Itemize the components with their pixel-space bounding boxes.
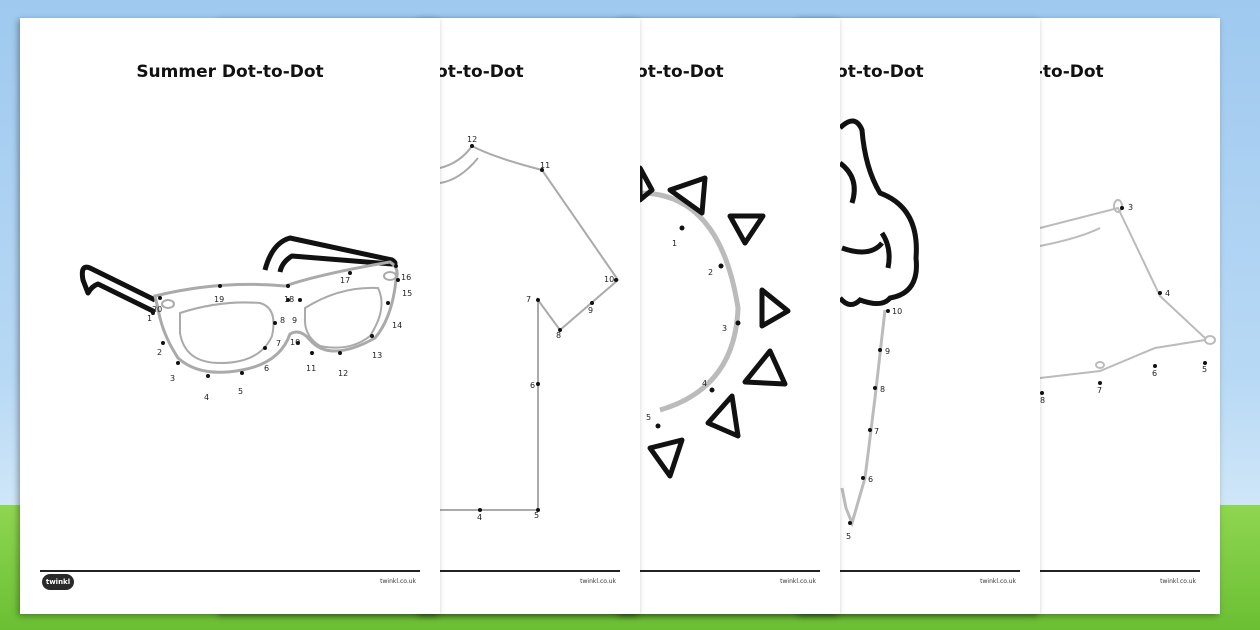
footer-url: twinkl.co.uk: [1160, 578, 1196, 585]
svg-text:1: 1: [147, 314, 152, 323]
svg-text:9: 9: [588, 306, 593, 315]
svg-text:11: 11: [540, 161, 550, 170]
svg-text:18: 18: [284, 295, 294, 304]
svg-text:16: 16: [401, 273, 411, 282]
svg-text:5: 5: [534, 511, 539, 520]
svg-text:12: 12: [338, 369, 348, 378]
svg-text:4: 4: [1165, 289, 1170, 298]
footer-url: twinkl.co.uk: [580, 578, 616, 585]
svg-text:2: 2: [708, 268, 713, 277]
svg-text:8: 8: [280, 316, 285, 325]
svg-text:10: 10: [892, 307, 902, 316]
svg-text:20: 20: [152, 305, 162, 314]
footer-url: twinkl.co.uk: [380, 578, 416, 585]
footer-url: twinkl.co.uk: [780, 578, 816, 585]
svg-text:6: 6: [530, 381, 535, 390]
svg-text:9: 9: [885, 347, 890, 356]
svg-text:15: 15: [402, 289, 412, 298]
twinkl-logo: twinkl: [42, 574, 74, 590]
svg-text:9: 9: [292, 316, 297, 325]
svg-text:1: 1: [672, 239, 677, 248]
svg-text:3: 3: [1128, 203, 1133, 212]
svg-text:2: 2: [157, 348, 162, 357]
svg-text:6: 6: [868, 475, 873, 484]
svg-text:8: 8: [1040, 396, 1045, 405]
svg-text:3: 3: [722, 324, 727, 333]
svg-text:13: 13: [372, 351, 382, 360]
svg-text:17: 17: [340, 276, 350, 285]
svg-text:7: 7: [874, 427, 879, 436]
svg-text:3: 3: [170, 374, 175, 383]
ice-cream-drawing: 10 9 8 7 6 5: [838, 118, 919, 541]
sheet-title: Summer Dot-to-Dot: [136, 62, 324, 82]
svg-text:11: 11: [306, 364, 316, 373]
sunglasses-drawing: 1 2 3 4 5 6 7 8 9 10 11 12 13 14 15 16 1…: [79, 235, 412, 402]
svg-text:10: 10: [290, 338, 300, 347]
svg-text:5: 5: [646, 413, 651, 422]
svg-text:14: 14: [392, 321, 402, 330]
t-shirt-drawing: 12 11 10 9 8 7 6 5 4: [439, 135, 620, 522]
svg-text:7: 7: [276, 339, 281, 348]
svg-text:12: 12: [467, 135, 477, 144]
svg-text:5: 5: [846, 532, 851, 541]
svg-text:8: 8: [556, 331, 561, 340]
footer-line: [40, 570, 420, 572]
svg-text:10: 10: [604, 275, 614, 284]
svg-text:19: 19: [214, 295, 224, 304]
footer-url: twinkl.co.uk: [980, 578, 1016, 585]
worksheet-sunglasses: Summer Dot-to-Dot 1 2 3 4 5 6 7 8 9 10 1…: [20, 18, 440, 614]
svg-text:6: 6: [1152, 369, 1157, 378]
svg-text:5: 5: [1202, 365, 1207, 374]
svg-text:7: 7: [1097, 386, 1102, 395]
sun-drawing: 1 2 3 4 5: [637, 165, 791, 479]
shorts-drawing: 3 4 5 6 7 8: [1039, 199, 1216, 405]
svg-text:7: 7: [526, 295, 531, 304]
svg-text:4: 4: [702, 379, 707, 388]
svg-text:8: 8: [880, 385, 885, 394]
svg-text:4: 4: [204, 393, 209, 402]
svg-text:6: 6: [264, 364, 269, 373]
svg-text:4: 4: [477, 513, 482, 522]
svg-text:5: 5: [238, 387, 243, 396]
